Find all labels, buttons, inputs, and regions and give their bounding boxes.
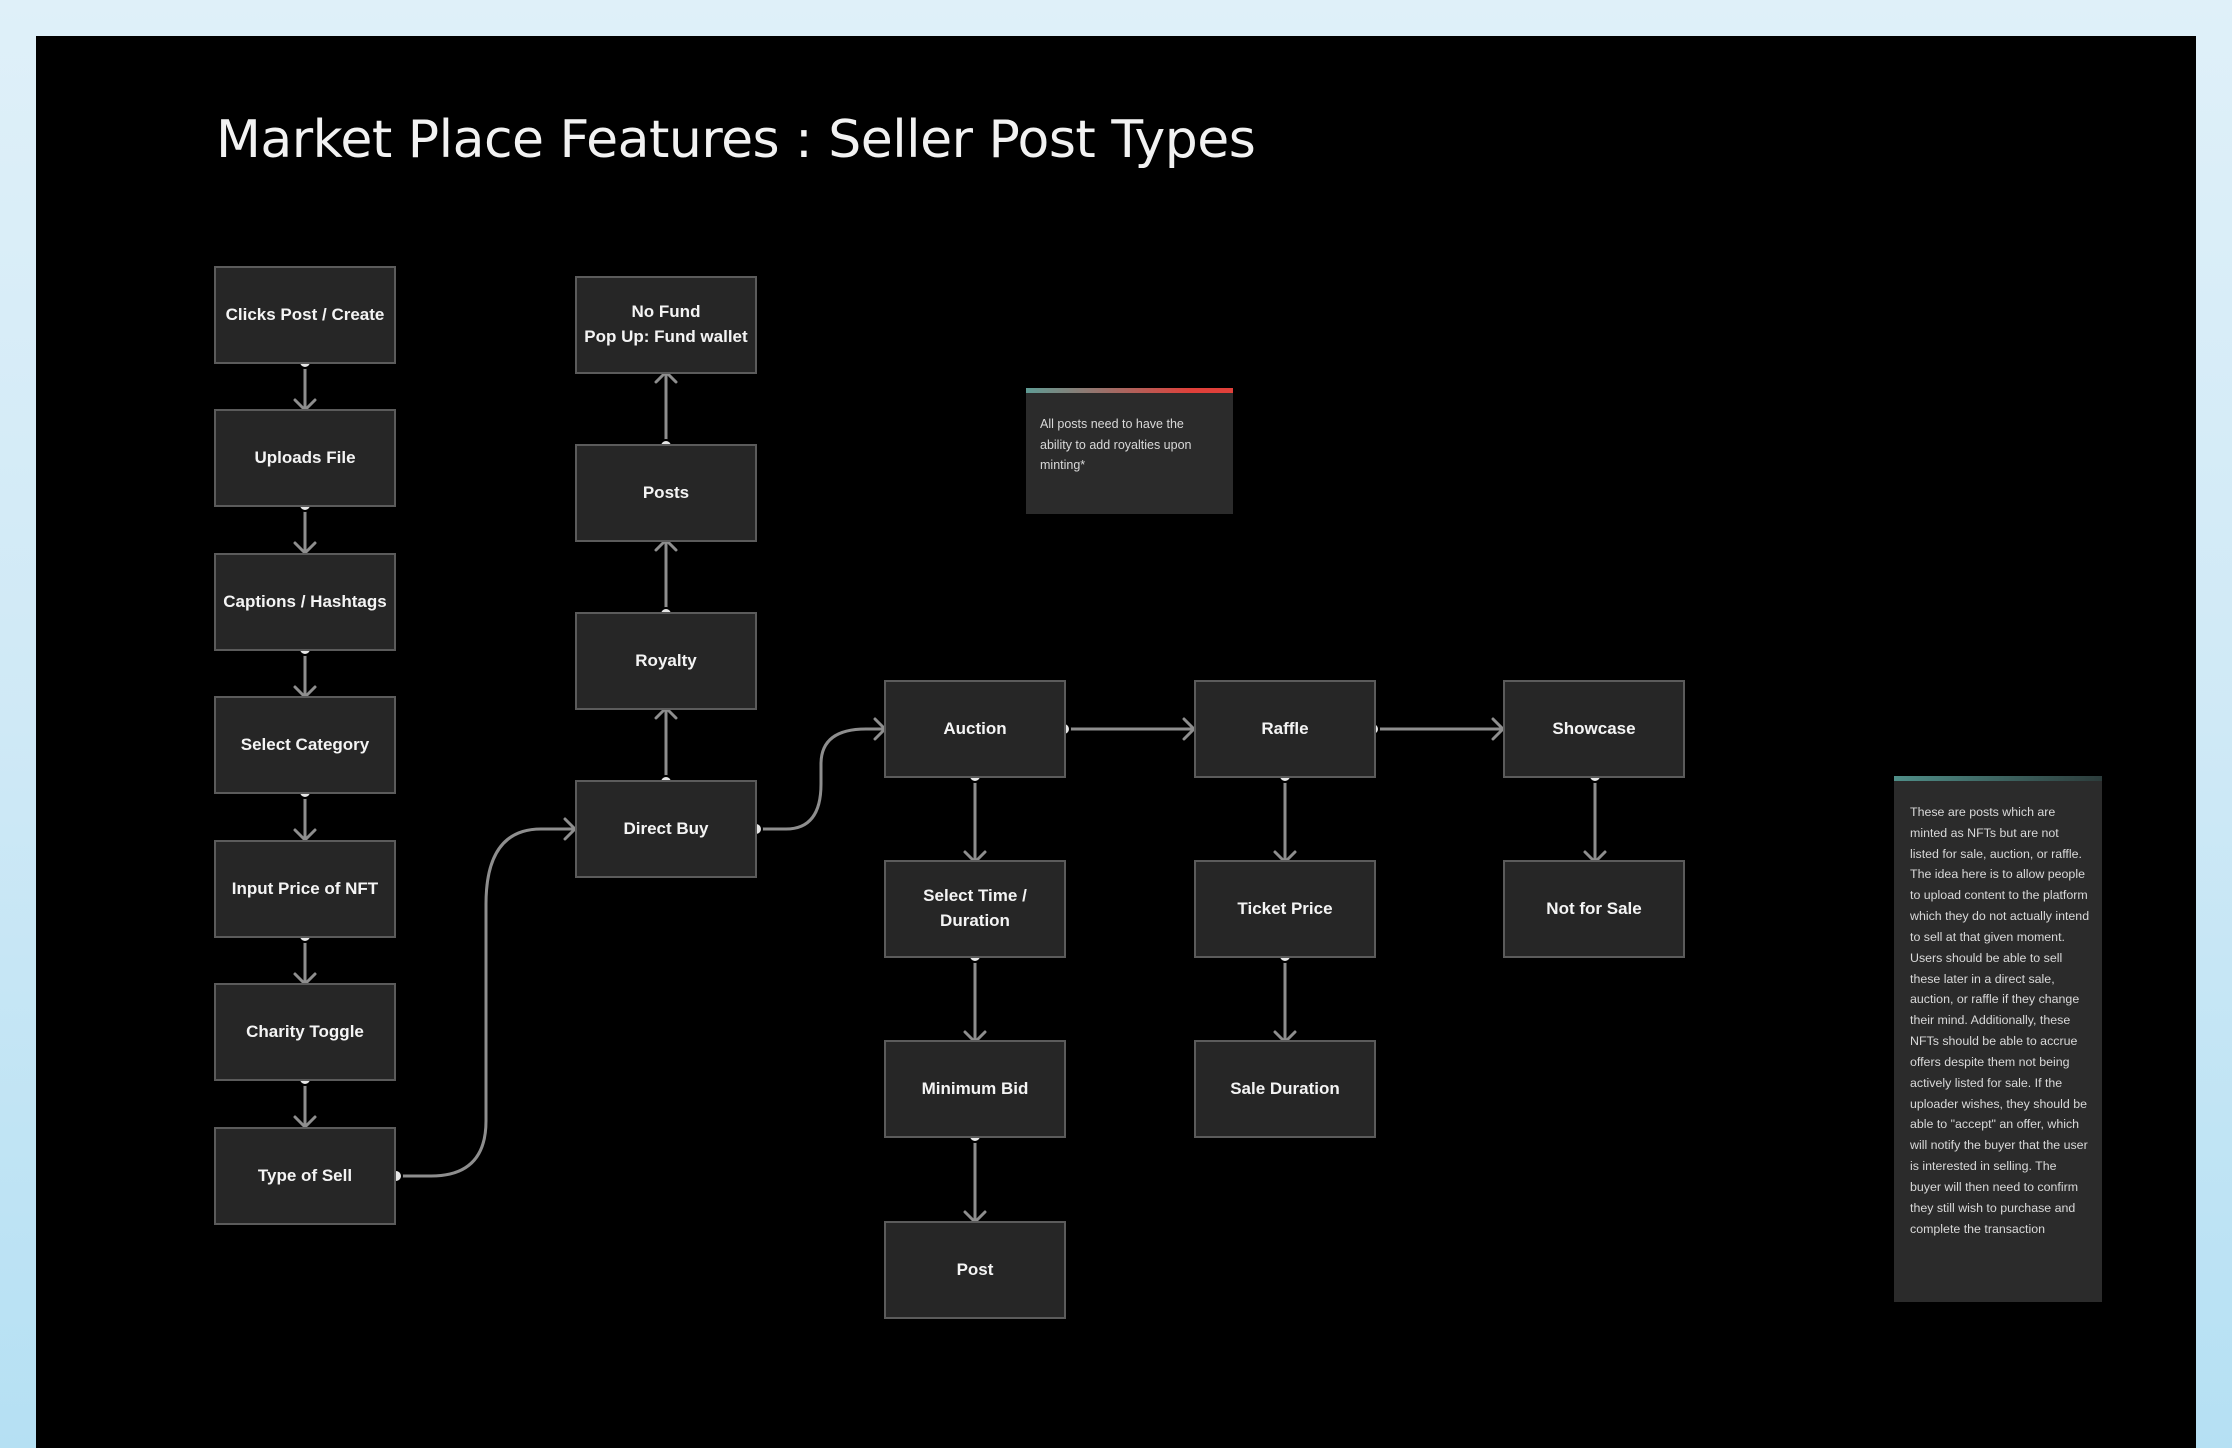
royalties-note[interactable]: All posts need to have the ability to ad…: [1026, 388, 1233, 514]
node-royalty[interactable]: Royalty: [575, 612, 757, 710]
node-not-for-sale[interactable]: Not for Sale: [1503, 860, 1685, 958]
node-minimum-bid[interactable]: Minimum Bid: [884, 1040, 1066, 1138]
node-captions-hashtags[interactable]: Captions / Hashtags: [214, 553, 396, 651]
connector-clicks-to-uploads: [293, 360, 317, 412]
node-select-category[interactable]: Select Category: [214, 696, 396, 794]
connector-raffle-to-ticket: [1273, 774, 1297, 864]
connector-uploads-to-captions: [293, 503, 317, 555]
connector-category-to-price: [293, 790, 317, 842]
note-color-bar: [1894, 776, 2102, 781]
note-color-bar: [1026, 388, 1233, 393]
node-type-of-sell[interactable]: Type of Sell: [214, 1127, 396, 1225]
node-raffle[interactable]: Raffle: [1194, 680, 1376, 778]
connector-charity-to-type: [293, 1077, 317, 1129]
canvas-board: Market Place Features : Seller Post Type…: [36, 36, 2196, 1448]
node-ticket-price[interactable]: Ticket Price: [1194, 860, 1376, 958]
connector-auction-to-selecttime: [963, 774, 987, 864]
connector-auction-to-raffle: [1062, 717, 1196, 741]
node-sale-duration[interactable]: Sale Duration: [1194, 1040, 1376, 1138]
node-no-fund-popup[interactable]: No Fund Pop Up: Fund wallet: [575, 276, 757, 374]
node-direct-buy[interactable]: Direct Buy: [575, 780, 757, 878]
node-auction[interactable]: Auction: [884, 680, 1066, 778]
connector-selecttime-to-minbid: [963, 954, 987, 1044]
connector-raffle-to-showcase: [1371, 717, 1505, 741]
node-input-price[interactable]: Input Price of NFT: [214, 840, 396, 938]
connector-type-to-directbuy: [394, 817, 577, 1178]
node-post[interactable]: Post: [884, 1221, 1066, 1319]
connector-minbid-to-post: [963, 1134, 987, 1224]
connector-captions-to-category: [293, 647, 317, 699]
page-title: Market Place Features : Seller Post Type…: [216, 110, 1256, 170]
node-clicks-post-create[interactable]: Clicks Post / Create: [214, 266, 396, 364]
node-posts[interactable]: Posts: [575, 444, 757, 542]
connector-directbuy-to-royalty: [654, 706, 678, 784]
connector-ticket-to-duration: [1273, 954, 1297, 1044]
node-select-time-duration[interactable]: Select Time / Duration: [884, 860, 1066, 958]
connector-royalty-to-posts: [654, 538, 678, 616]
node-charity-toggle[interactable]: Charity Toggle: [214, 983, 396, 1081]
royalties-note-text: All posts need to have the ability to ad…: [1040, 417, 1192, 473]
showcase-info-note[interactable]: These are posts which are minted as NFTs…: [1894, 776, 2102, 1302]
connector-price-to-charity: [293, 934, 317, 986]
connector-directbuy-to-auction: [754, 717, 887, 831]
connector-showcase-to-notforsale: [1583, 774, 1607, 864]
showcase-info-text: These are posts which are minted as NFTs…: [1910, 805, 2090, 1236]
connector-posts-to-nofund: [654, 370, 678, 448]
node-uploads-file[interactable]: Uploads File: [214, 409, 396, 507]
node-showcase[interactable]: Showcase: [1503, 680, 1685, 778]
